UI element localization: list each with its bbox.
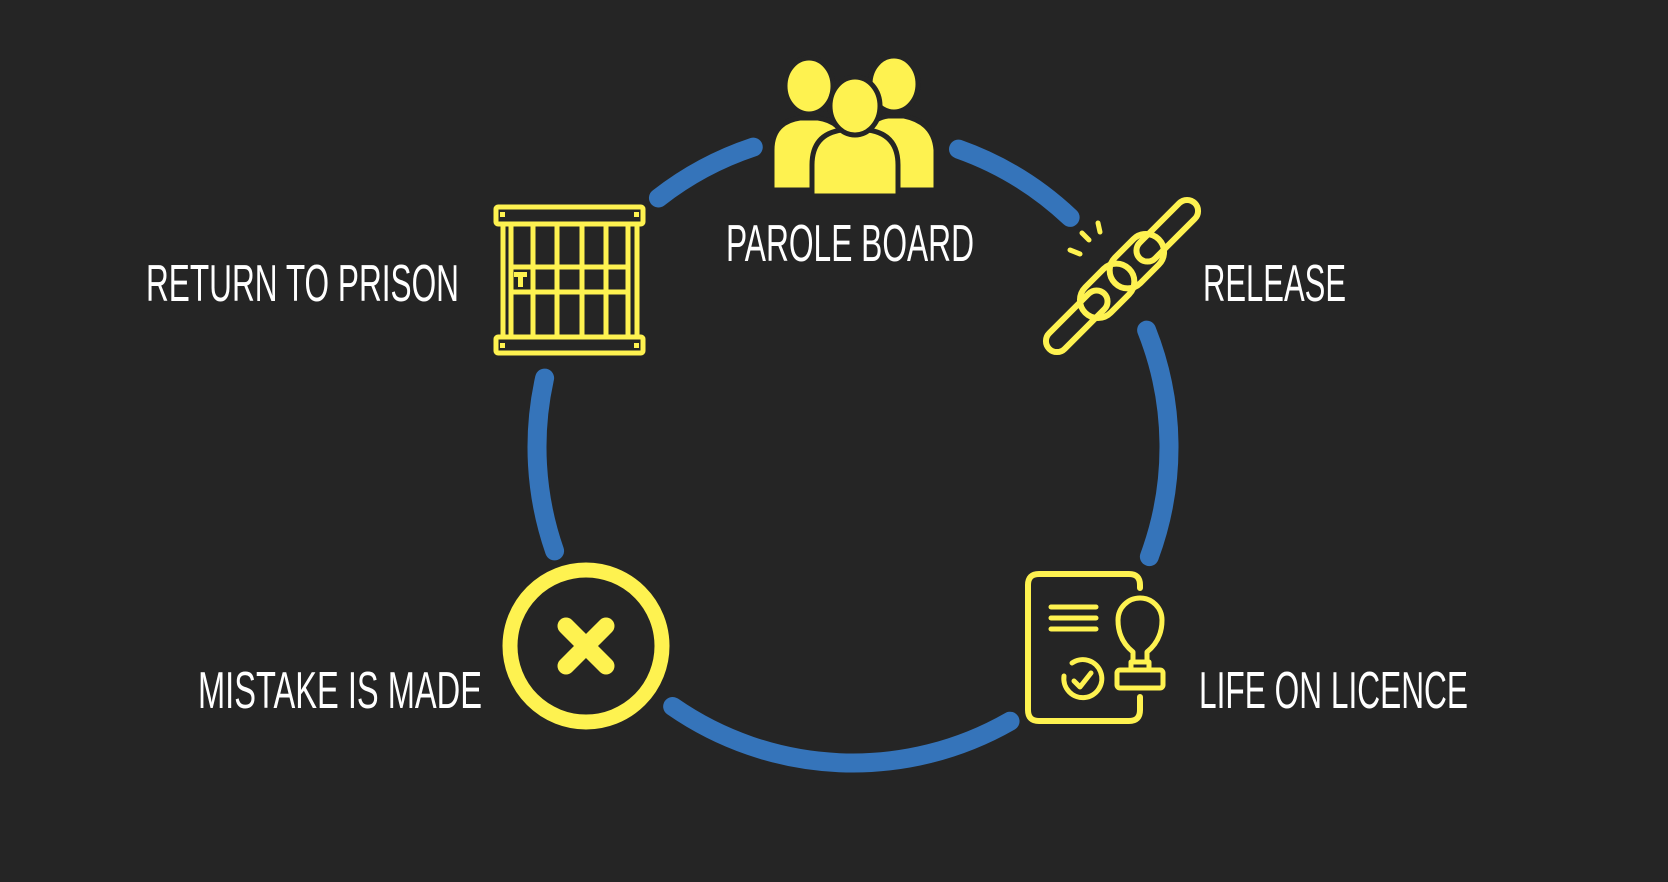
broken-chain-icon <box>1042 196 1202 356</box>
stage-label-release: RELEASE <box>1203 255 1346 313</box>
arc-release-to-licence <box>1137 320 1179 567</box>
x-circle-icon <box>502 562 670 730</box>
arc-return-to-parole <box>648 137 763 208</box>
arc-mistake-to-prison <box>527 368 565 561</box>
stage-label-parole-board: PAROLE BOARD <box>726 215 974 273</box>
stage-label-return-to-prison: RETURN TO PRISON <box>146 255 459 313</box>
prison-cell-icon <box>493 204 646 356</box>
licence-document-stamp-icon <box>1025 571 1166 724</box>
arc-parole-to-release <box>948 139 1080 227</box>
arc-licence-to-mistake <box>663 696 1020 773</box>
stage-label-mistake-is-made: MISTAKE IS MADE <box>198 662 482 720</box>
cycle-ring <box>527 137 1179 773</box>
stage-label-life-on-licence: LIFE ON LICENCE <box>1199 662 1468 720</box>
people-group-icon <box>769 53 939 199</box>
